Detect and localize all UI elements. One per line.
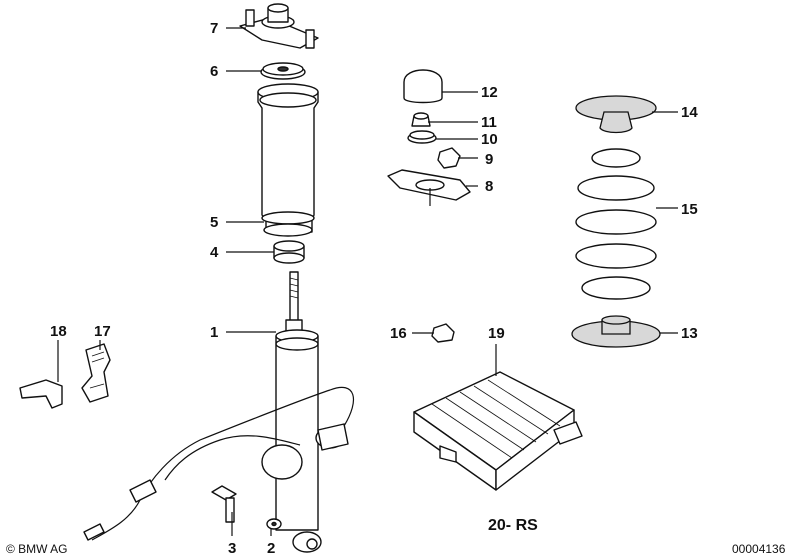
part-17-clip[interactable] [81,343,111,403]
callout-11: 11 [481,114,497,131]
callout-3: 3 [228,540,236,557]
callout-2: 2 [267,540,275,557]
part-19-control-unit[interactable] [413,371,583,491]
part-7-top-mount[interactable] [239,3,319,49]
callout-1: 1 [210,324,218,341]
part-5-dust-boot[interactable] [257,83,319,237]
part-11-nut[interactable] [411,112,431,127]
part-15-coil-spring[interactable] [575,148,657,300]
callout-14: 14 [681,104,698,121]
part-8-plate[interactable] [387,169,471,206]
callout-16: 16 [390,325,407,342]
part-10-washer[interactable] [407,130,437,144]
callout-17: 17 [94,323,111,340]
part-9-nut[interactable] [437,147,461,169]
part-16-nut[interactable] [431,323,455,343]
callout-15: 15 [681,201,698,218]
callout-7: 7 [210,20,218,37]
cable-harness [83,386,354,541]
callout-13: 13 [681,325,698,342]
leader-lines [57,27,678,536]
part-4-bump-stop[interactable] [273,240,305,264]
callout-5: 5 [210,214,218,231]
part-1-shock-absorber[interactable] [275,271,322,553]
callout-labels: 7 6 5 4 1 3 2 18 17 12 11 10 9 8 16 19 1… [50,20,698,557]
part-2-washer[interactable] [266,518,282,530]
part-14-upper-spring-pad[interactable] [575,95,657,134]
callout-12: 12 [481,84,498,101]
callout-8: 8 [485,178,493,195]
damper-valve [261,423,349,480]
callout-18: 18 [50,323,67,340]
callout-4: 4 [210,244,219,261]
group-label: 20- RS [488,517,538,534]
part-12-cap[interactable] [403,69,443,104]
part-18-bracket[interactable] [19,379,63,409]
callout-6: 6 [210,63,218,80]
copyright-text: © BMW AG [6,542,68,556]
callout-9: 9 [485,151,493,168]
callout-19: 19 [488,325,505,342]
part-13-lower-spring-pad[interactable] [571,315,661,348]
image-number: 00004136 [732,542,786,556]
callout-10: 10 [481,131,498,148]
part-3-bolt[interactable] [211,485,237,523]
part-6-washer[interactable] [260,62,306,80]
